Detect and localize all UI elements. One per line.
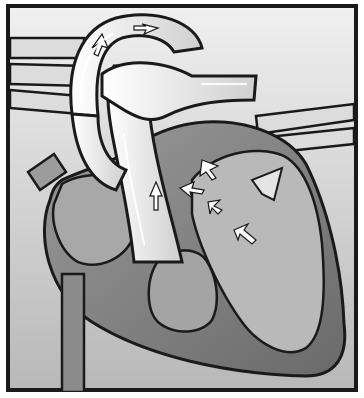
- heart-illustration: [6, 4, 358, 392]
- vena-cava: [62, 274, 84, 392]
